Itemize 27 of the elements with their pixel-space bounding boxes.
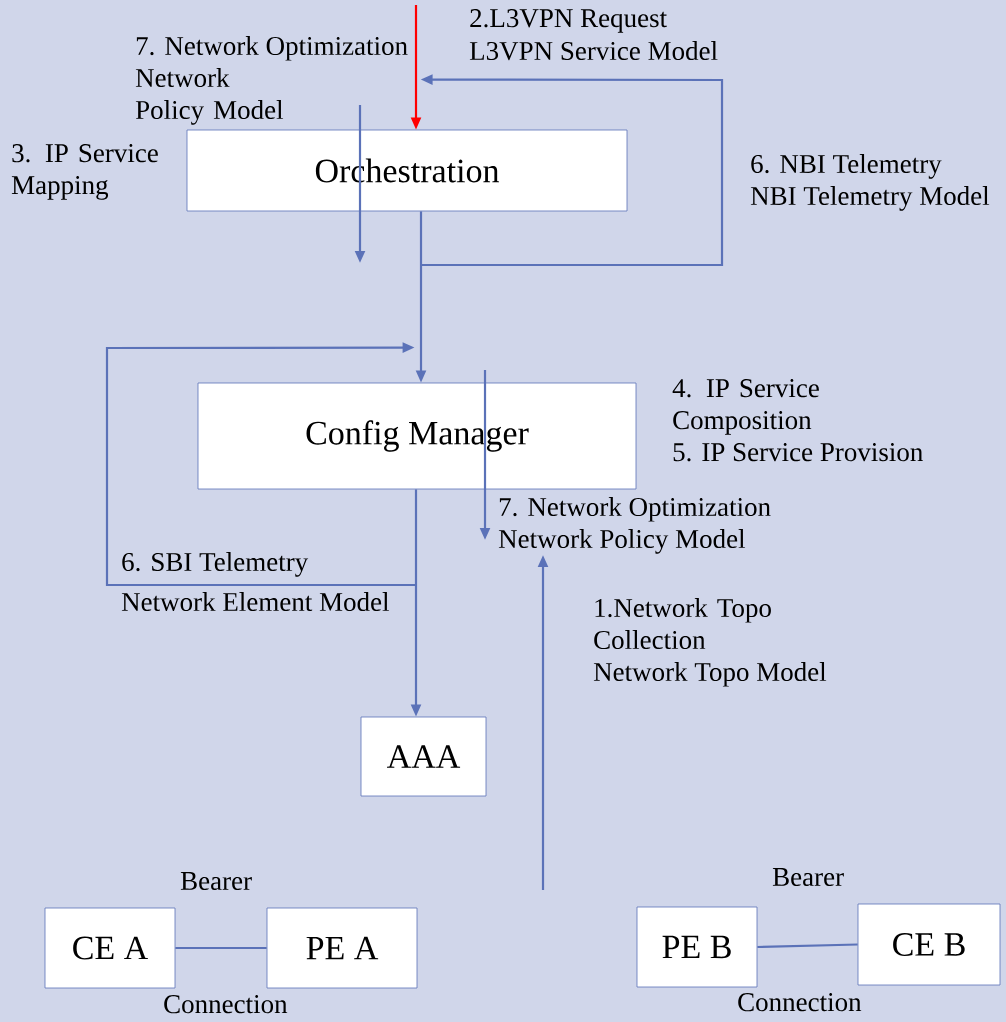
- annotation-text: 6. NBI Telemetry: [751, 154, 942, 179]
- annotation-text: 6. SBI Telemetry: [122, 552, 309, 577]
- annotation-text: Connection: [164, 995, 288, 1014]
- device-box: PE A: [266, 907, 418, 989]
- process-box: AAA: [360, 716, 487, 797]
- device-box: CE A: [44, 907, 176, 989]
- annotation-text: Network Element Model: [121, 592, 389, 612]
- annotation-text: Bearer: [180, 872, 252, 891]
- annotation-text: 4. IP Service Composition: [672, 379, 819, 435]
- device-box: CE B: [857, 903, 1001, 986]
- annotation-text: Network Policy Model: [135, 68, 284, 125]
- annotation-text: 7. Network Optimization: [499, 497, 771, 522]
- connector-line: [175, 946, 267, 950]
- annotation-text: 3. IP Service Mapping: [11, 144, 158, 200]
- annotation-text: 5. IP Service Provision: [673, 443, 923, 462]
- annotation-text: NBI Telemetry Model: [750, 186, 990, 211]
- connector-line: [757, 943, 858, 949]
- annotation-text: Bearer: [772, 868, 844, 887]
- annotation-text: 2.L3VPN Request: [470, 9, 667, 33]
- annotation-text: Connection: [738, 993, 862, 1012]
- annotation-text: 1.Network Topo Collection: [594, 598, 771, 650]
- annotation-text: 7. Network Optimization: [136, 36, 408, 61]
- annotation-text: Network Topo Model: [593, 662, 827, 687]
- arrow: [105, 342, 416, 587]
- device-box: PE B: [636, 906, 758, 988]
- annotation-text: L3VPN Service Model: [469, 41, 718, 61]
- annotation-text: Network Policy Model: [498, 529, 746, 554]
